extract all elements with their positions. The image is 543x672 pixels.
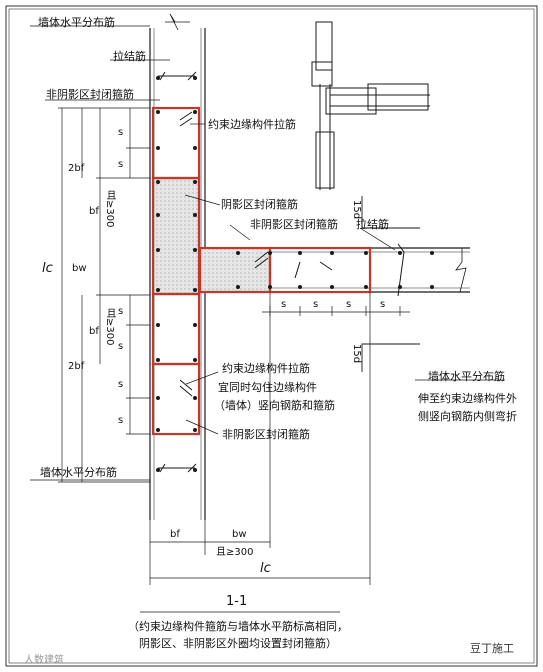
label-tie-bar-top: 拉结筋 [113, 50, 146, 63]
label-tie-bar-right: 拉结筋 [356, 218, 389, 231]
dim-lc-left: lc [42, 261, 53, 276]
break-mark-top [165, 13, 190, 31]
dim-ge300-bottom: 且≥300 [104, 308, 115, 346]
dim-bw-bottom-axis: bw [232, 529, 247, 540]
stirrups-vertical [151, 106, 372, 436]
dim-s-1: s [118, 127, 124, 138]
dim-s-web-2: s [313, 299, 319, 310]
dim-ge300-top: 且≥300 [104, 190, 115, 228]
leader-lines [30, 25, 505, 481]
section-title: 1-1 [226, 594, 248, 609]
watermark-left: 人数建筑 [24, 655, 64, 666]
label-tie-note-1: 宜同时勾住边缘构件 [218, 381, 317, 394]
outer-frame [5, 5, 538, 667]
dim-bf-bottom-axis: bf [170, 529, 180, 540]
label-tie-note-2: （墙体）竖向钢筋和箍筋 [214, 399, 335, 412]
dim-s-5: s [118, 379, 124, 390]
vertical-rebars [156, 76, 197, 472]
dim-s-web-3: s [346, 299, 352, 310]
dim-s-3: s [118, 306, 124, 317]
dim-lc-bottom: lc [260, 561, 271, 576]
bottom-dimensions [149, 292, 371, 585]
caption-line-2: 阴影区、非阴影区外圈均设置封闭箍筋） [139, 637, 337, 650]
watermark-right: 豆丁施工 [470, 642, 514, 655]
label-constraint-tie-2: 约束边缘构件拉筋 [222, 362, 310, 375]
label-right-note-2: 侧竖向钢筋内侧弯折 [418, 410, 517, 423]
dim-s-web-4: s [380, 299, 386, 310]
dim-bf-top: bf [89, 206, 99, 217]
label-non-shadow-stirrup-bottom: 非阴影区封闭箍筋 [222, 428, 310, 441]
label-wall-horizontal-right: 墙体水平分布筋 [428, 370, 505, 383]
break-mark-right [455, 248, 467, 293]
label-wall-horizontal-top: 墙体水平分布筋 [38, 16, 115, 29]
dim-ge300-bottom-axis: 且≥300 [216, 547, 254, 558]
dim-bw-left: bw [72, 263, 87, 274]
caption-line-1: （约束边缘构件箍筋与墙体水平筋标高相同， [128, 620, 348, 633]
dim-2bf-top: 2bf [68, 163, 85, 174]
dim-bf-bottom: bf [89, 326, 99, 337]
dim-2bf-bottom: 2bf [68, 361, 85, 372]
label-non-shadow-stirrup-mid: 非阴影区封闭箍筋 [250, 218, 338, 231]
label-wall-horizontal-bottom: 墙体水平分布筋 [40, 466, 117, 479]
dim-s-2: s [118, 159, 124, 170]
dim-s-4: s [118, 341, 124, 352]
dim-15d-bottom: 15d [351, 344, 362, 364]
shadow-region [155, 178, 270, 293]
label-right-note-1: 伸至约束边缘构件外 [418, 392, 517, 405]
tie-hooks [158, 71, 405, 473]
inset-tie-sketch [311, 21, 430, 190]
horizontal-rebars [236, 251, 434, 289]
dim-15d-top: 15d [351, 200, 362, 220]
web-s-dimensions [262, 306, 410, 316]
dim-s-6: s [118, 415, 124, 426]
left-dimensions [58, 107, 150, 483]
inner-frame [8, 8, 535, 664]
label-non-shadow-stirrup-top: 非阴影区封闭箍筋 [46, 88, 134, 101]
hook-15d [361, 196, 420, 372]
label-shadow-stirrup: 阴影区封闭箍筋 [221, 198, 298, 211]
label-constraint-tie: 约束边缘构件拉筋 [208, 118, 296, 131]
dim-s-web-1: s [281, 299, 287, 310]
